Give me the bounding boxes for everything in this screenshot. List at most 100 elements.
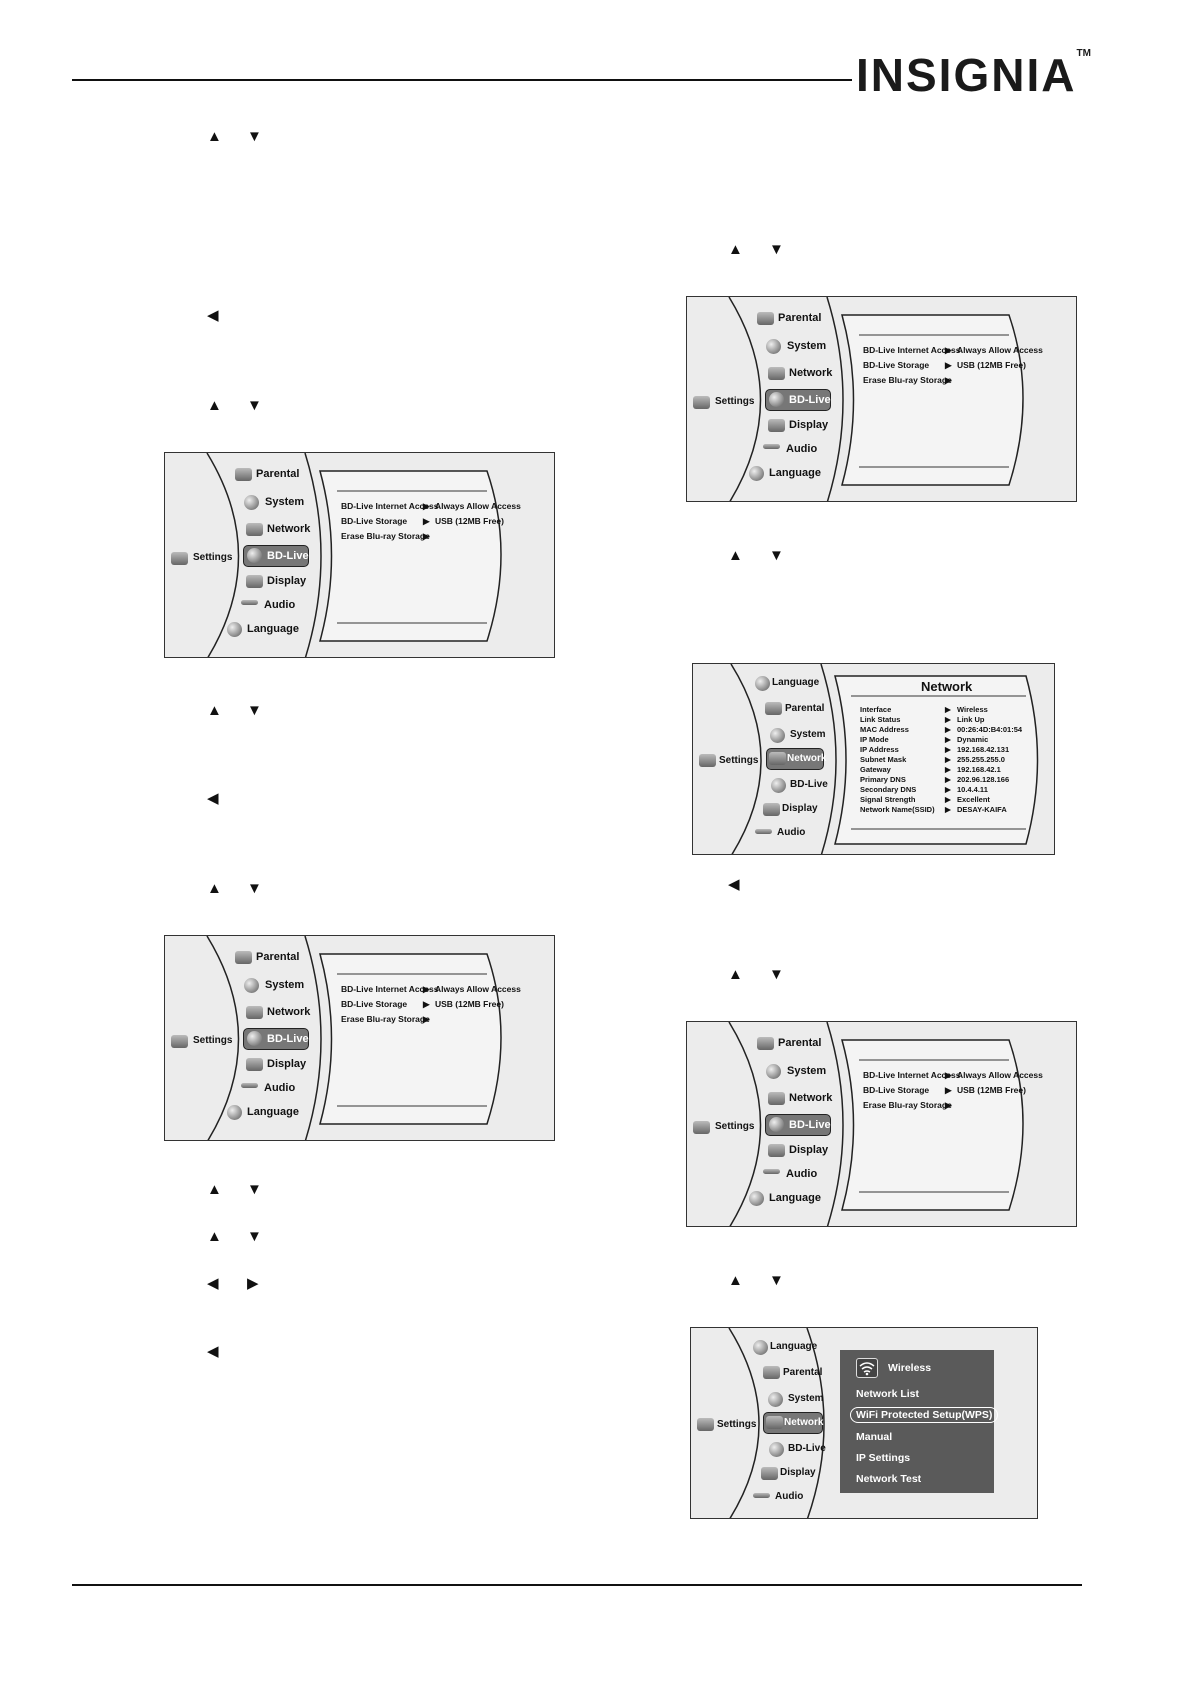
info-row: Gateway▶192.168.42.1 bbox=[860, 765, 1045, 775]
menu-parental[interactable]: Parental bbox=[783, 1367, 823, 1378]
menu-audio[interactable]: Audio bbox=[786, 443, 818, 455]
menu-display[interactable]: Display bbox=[782, 803, 818, 814]
row-arrow-icon: ▶ bbox=[945, 745, 951, 754]
menu-display[interactable]: Display bbox=[789, 1144, 829, 1156]
up-arrow-icon: ▲ bbox=[207, 128, 222, 145]
menu-bdlive[interactable]: BD-Live bbox=[788, 1443, 826, 1454]
menu-settings: Settings bbox=[715, 396, 755, 407]
menu-bdlive[interactable]: BD-Live bbox=[267, 1033, 309, 1045]
left-arrow-icon: ◀ bbox=[207, 307, 219, 324]
menu-language[interactable]: Language bbox=[247, 1106, 299, 1118]
up-arrow-icon: ▲ bbox=[207, 702, 222, 719]
menu-curves bbox=[730, 664, 1039, 854]
wireless-item-wps[interactable]: WiFi Protected Setup(WPS) bbox=[850, 1407, 999, 1423]
settings-gear-icon bbox=[693, 396, 710, 409]
wireless-item-network-list[interactable]: Network List bbox=[856, 1388, 920, 1400]
row-value: Always Allow Access bbox=[957, 1070, 1043, 1080]
wireless-item-ip-settings[interactable]: IP Settings bbox=[856, 1452, 911, 1464]
menu-audio[interactable]: Audio bbox=[264, 1082, 296, 1094]
row-label[interactable]: Erase Blu-ray Storage bbox=[863, 375, 952, 385]
row-label[interactable]: BD-Live Storage bbox=[863, 360, 930, 370]
menu-network[interactable]: Network bbox=[789, 1092, 833, 1104]
info-value: 192.168.42.131 bbox=[957, 745, 1010, 754]
wireless-item-network-test[interactable]: Network Test bbox=[856, 1473, 922, 1485]
settings-gear-icon bbox=[171, 1035, 188, 1048]
menu-network[interactable]: Network bbox=[267, 523, 311, 535]
row-label[interactable]: Erase Blu-ray Storage bbox=[341, 1014, 430, 1024]
menu-system[interactable]: System bbox=[787, 1065, 827, 1077]
menu-audio[interactable]: Audio bbox=[786, 1168, 818, 1180]
menu-network[interactable]: Network bbox=[267, 1006, 311, 1018]
row-label[interactable]: BD-Live Storage bbox=[341, 999, 408, 1009]
bdlive-globe-icon bbox=[771, 778, 786, 793]
menu-parental[interactable]: Parental bbox=[778, 312, 822, 324]
menu-system[interactable]: System bbox=[265, 496, 305, 508]
info-label: Signal Strength bbox=[860, 795, 916, 804]
menu-language[interactable]: Language bbox=[772, 677, 820, 688]
info-label: Subnet Mask bbox=[860, 755, 907, 764]
row-label[interactable]: Erase Blu-ray Storage bbox=[863, 1100, 952, 1110]
menu-language[interactable]: Language bbox=[769, 1192, 821, 1204]
menu-display[interactable]: Display bbox=[780, 1467, 816, 1478]
down-arrow-icon: ▼ bbox=[769, 966, 784, 983]
row-value: USB (12MB Free) bbox=[957, 1085, 1026, 1095]
row-arrow-icon: ▶ bbox=[423, 516, 430, 526]
menu-system[interactable]: System bbox=[265, 979, 305, 991]
menu-audio[interactable]: Audio bbox=[775, 1491, 804, 1502]
menu-display[interactable]: Display bbox=[789, 419, 829, 431]
row-arrow-icon: ▶ bbox=[945, 795, 951, 804]
menu-system[interactable]: System bbox=[790, 729, 826, 740]
row-value: USB (12MB Free) bbox=[435, 999, 504, 1009]
row-label[interactable]: BD-Live Internet Access bbox=[863, 345, 961, 355]
row-label[interactable]: BD-Live Internet Access bbox=[341, 501, 439, 511]
menu-settings: Settings bbox=[193, 1035, 233, 1046]
language-icon bbox=[753, 1340, 768, 1355]
display-icon bbox=[246, 575, 263, 588]
wireless-menu-screenshot: Language Parental System Settings Networ… bbox=[690, 1327, 1038, 1519]
menu-bdlive[interactable]: BD-Live bbox=[789, 1119, 831, 1131]
network-icon bbox=[246, 523, 263, 536]
menu-audio[interactable]: Audio bbox=[777, 827, 806, 838]
menu-bdlive[interactable]: BD-Live bbox=[267, 550, 309, 562]
info-row: Interface▶Wireless bbox=[860, 705, 1045, 715]
info-row: Signal Strength ▶ Excellent bbox=[860, 795, 1045, 805]
row-label[interactable]: Erase Blu-ray Storage bbox=[341, 531, 430, 541]
menu-audio[interactable]: Audio bbox=[264, 599, 296, 611]
up-arrow-icon: ▲ bbox=[728, 966, 743, 983]
menu-language[interactable]: Language bbox=[769, 467, 821, 479]
row-arrow-icon: ▶ bbox=[423, 501, 430, 511]
menu-curves bbox=[728, 297, 1024, 501]
row-label[interactable]: BD-Live Internet Access bbox=[863, 1070, 961, 1080]
menu-parental[interactable]: Parental bbox=[256, 468, 300, 480]
menu-system[interactable]: System bbox=[788, 1393, 824, 1404]
menu-display[interactable]: Display bbox=[267, 1058, 307, 1070]
display-icon bbox=[246, 1058, 263, 1071]
row-value: Always Allow Access bbox=[957, 345, 1043, 355]
audio-icon bbox=[763, 1169, 780, 1174]
menu-display[interactable]: Display bbox=[267, 575, 307, 587]
menu-network[interactable]: Network bbox=[789, 367, 833, 379]
wireless-item-manual[interactable]: Manual bbox=[856, 1431, 893, 1443]
menu-system[interactable]: System bbox=[787, 340, 827, 352]
menu-parental[interactable]: Parental bbox=[785, 703, 825, 714]
info-row: Secondary DNS▶10.4.4.11 bbox=[860, 785, 1045, 795]
menu-bdlive[interactable]: BD-Live bbox=[790, 779, 828, 790]
menu-parental[interactable]: Parental bbox=[778, 1037, 822, 1049]
row-arrow-icon: ▶ bbox=[945, 375, 952, 385]
row-arrow-icon: ▶ bbox=[945, 735, 951, 744]
left-arrow-icon: ◀ bbox=[207, 1343, 219, 1360]
row-label[interactable]: BD-Live Internet Access bbox=[341, 984, 439, 994]
bdlive-globe-icon bbox=[247, 548, 262, 563]
menu-network[interactable]: Network bbox=[787, 753, 827, 764]
menu-language[interactable]: Language bbox=[247, 623, 299, 635]
menu-network[interactable]: Network bbox=[784, 1417, 824, 1428]
row-label[interactable]: BD-Live Storage bbox=[341, 516, 408, 526]
row-label[interactable]: BD-Live Storage bbox=[863, 1085, 930, 1095]
info-value: Excellent bbox=[957, 795, 990, 804]
language-icon bbox=[749, 466, 764, 481]
menu-parental[interactable]: Parental bbox=[256, 951, 300, 963]
left-arrow-icon: ◀ bbox=[207, 1275, 219, 1292]
system-gear-icon bbox=[766, 339, 781, 354]
menu-language[interactable]: Language bbox=[770, 1341, 818, 1352]
menu-bdlive[interactable]: BD-Live bbox=[789, 394, 831, 406]
